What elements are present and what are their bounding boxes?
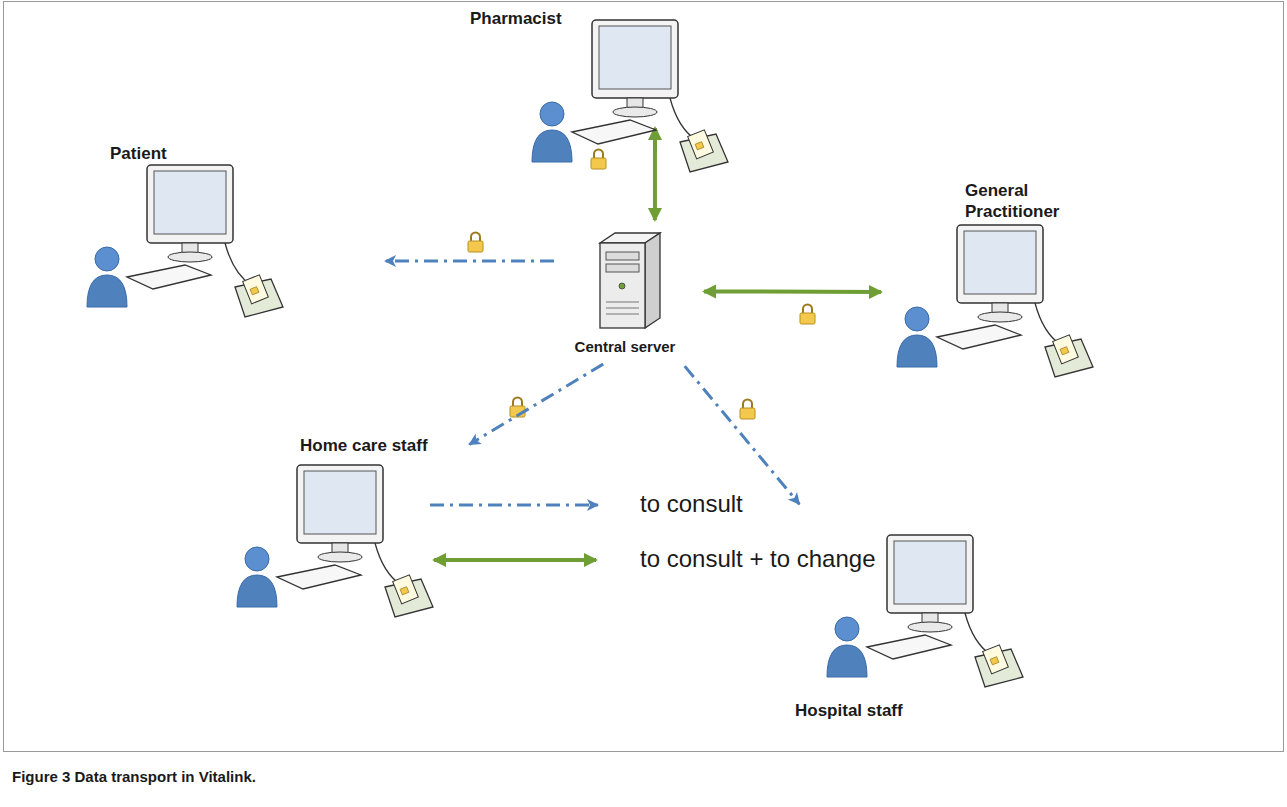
server-node: Central server [560, 228, 690, 360]
node-label: Home care staff [300, 435, 428, 456]
workstation-icon [235, 465, 435, 620]
node-label: Hospital staff [795, 700, 903, 721]
padlock-icons [468, 150, 815, 420]
workstation-node: Home care staff [235, 465, 435, 565]
workstation-node: General Practitioner [895, 225, 1095, 325]
legend-text: to consult [640, 490, 743, 518]
consult-change-arrow [704, 289, 881, 294]
workstation-node: Pharmacist [530, 20, 730, 120]
workstation-icon [530, 20, 730, 175]
legend-text: to consult + to change [640, 545, 876, 573]
consult-arrow [385, 260, 554, 263]
workstation-icon [895, 225, 1095, 380]
figure-caption: Figure 3 Data transport in Vitalink. [12, 767, 256, 787]
consult-arrow [685, 366, 800, 504]
node-label: General Practitioner [965, 180, 1077, 222]
workstation-icon [85, 165, 285, 320]
legend-change-sample [434, 558, 596, 562]
workstation-node: Patient [85, 165, 285, 265]
server-icon [580, 228, 670, 328]
legend-consult-sample [430, 504, 598, 507]
node-label: Pharmacist [470, 8, 562, 29]
consult-arrow [469, 364, 603, 444]
consult-change-arrow [653, 128, 657, 220]
node-label: Central server [575, 338, 676, 356]
node-label: Patient [110, 143, 167, 164]
